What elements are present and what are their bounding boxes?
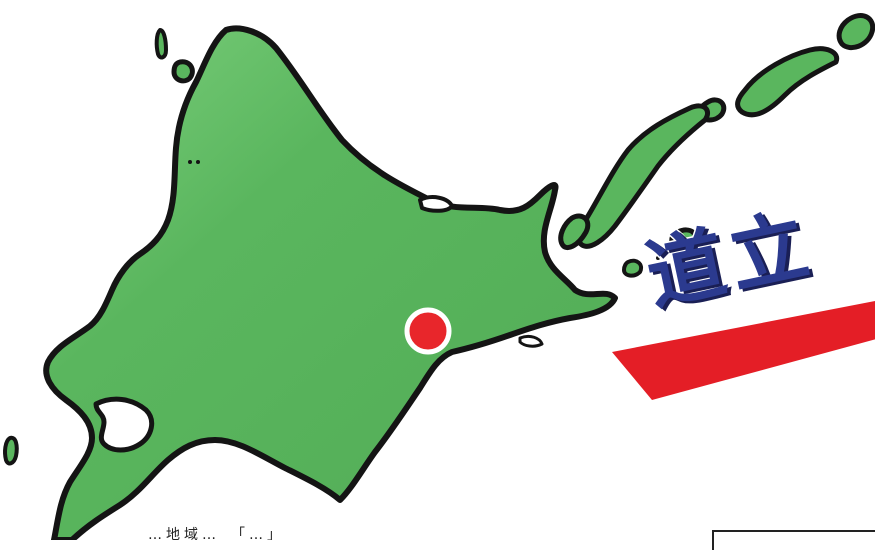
kuril-island-6 bbox=[669, 227, 699, 252]
tiny-islet-1 bbox=[188, 160, 192, 164]
kuril-island-2 bbox=[735, 46, 840, 118]
kuril-island-5 bbox=[558, 213, 591, 250]
kuril-island-1 bbox=[836, 13, 875, 50]
tiny-islet-2 bbox=[196, 160, 200, 164]
nemuro-lagoon bbox=[518, 334, 544, 348]
kuril-island-7 bbox=[622, 258, 643, 278]
rebun-island bbox=[154, 28, 168, 60]
tiny-islet-3 bbox=[656, 256, 660, 260]
saroma-lagoon bbox=[418, 195, 454, 213]
title-ribbon bbox=[612, 300, 875, 400]
rishiri-island bbox=[171, 59, 195, 84]
frame-corner bbox=[712, 530, 875, 550]
hokkaido-mainland bbox=[43, 25, 618, 540]
oshima-bay bbox=[93, 396, 155, 453]
caption-strip: …地域… 「…」 bbox=[0, 522, 875, 540]
caption-text: …地域… 「…」 bbox=[148, 527, 285, 540]
location-marker bbox=[404, 307, 452, 355]
okushiri-island bbox=[3, 435, 19, 466]
